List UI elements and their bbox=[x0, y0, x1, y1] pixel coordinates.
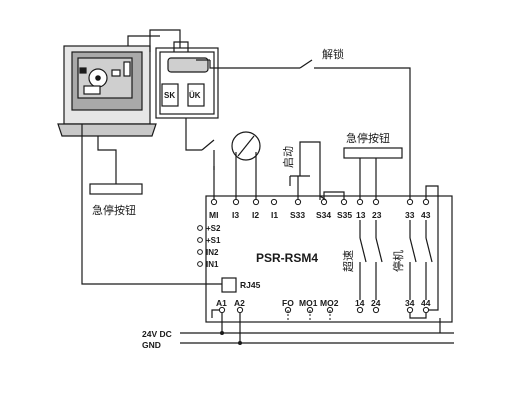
terminal-label-top: 23 bbox=[372, 210, 382, 220]
relay-module bbox=[205, 195, 453, 323]
terminal-label-top: S35 bbox=[337, 210, 352, 220]
terminal-label-bottom: FO bbox=[282, 298, 294, 308]
terminal-label-bottom: A2 bbox=[234, 298, 245, 308]
gnd-label: GND bbox=[142, 340, 161, 350]
terminal-label-bottom: A1 bbox=[216, 298, 227, 308]
estop-top-label: 急停按钮 bbox=[346, 131, 390, 145]
overspeed-label: 超速 bbox=[341, 250, 355, 272]
start-label: 启动 bbox=[282, 146, 295, 168]
terminal-label-top: I1 bbox=[271, 210, 278, 220]
unlock-label: 解锁 bbox=[322, 47, 344, 61]
terminal-label-top: S33 bbox=[290, 210, 305, 220]
bottom-terminal-labels: A1 A2 FO MO1 MO2 14 24 34 44 bbox=[216, 298, 431, 308]
left-terminal-labels: +S2 +S1 IN2 IN1 bbox=[206, 224, 221, 269]
terminal-label-left: +S2 bbox=[206, 224, 221, 233]
rj45-port bbox=[221, 277, 237, 293]
stop-label: 停机 bbox=[391, 250, 405, 272]
terminal-label-bottom: 44 bbox=[421, 298, 431, 308]
terminal-label-left: +S1 bbox=[206, 236, 221, 245]
terminal-label-top: 43 bbox=[421, 210, 431, 220]
top-terminal-labels: MI I3 I2 I1 S33 S34 S35 13 23 33 43 bbox=[209, 210, 431, 220]
terminal-label-top: I3 bbox=[232, 210, 239, 220]
terminal-label-bottom: 24 bbox=[371, 298, 381, 308]
terminal-label-top: MI bbox=[209, 210, 218, 220]
terminal-label-top: I2 bbox=[252, 210, 259, 220]
estop-button-left bbox=[89, 183, 143, 195]
terminal-label-top: 13 bbox=[356, 210, 366, 220]
terminals-left-circles bbox=[197, 225, 203, 267]
sk-label: SK bbox=[164, 91, 175, 100]
terminal-label-bottom: 14 bbox=[355, 298, 365, 308]
terminal-label-bottom: MO1 bbox=[299, 298, 318, 308]
terminal-label-top: 33 bbox=[405, 210, 415, 220]
rj45-label: RJ45 bbox=[240, 280, 261, 290]
terminal-label-top: S34 bbox=[316, 210, 331, 220]
key-switch bbox=[231, 131, 261, 164]
uk-label: ÜK bbox=[189, 91, 201, 100]
terminal-label-left: IN1 bbox=[206, 260, 219, 269]
terminal-label-bottom: 34 bbox=[405, 298, 415, 308]
machine-illustration bbox=[57, 45, 157, 137]
power-24v-label: 24V DC bbox=[142, 329, 172, 339]
terminal-label-left: IN2 bbox=[206, 248, 219, 257]
terminals-bottom-circles bbox=[218, 306, 430, 314]
module-name: PSR-RSM4 bbox=[256, 251, 318, 265]
terminals-top-circles bbox=[210, 198, 430, 206]
terminal-label-bottom: MO2 bbox=[320, 298, 339, 308]
estop-left-label: 急停按钮 bbox=[92, 203, 136, 217]
safety-switch-box bbox=[155, 47, 219, 119]
